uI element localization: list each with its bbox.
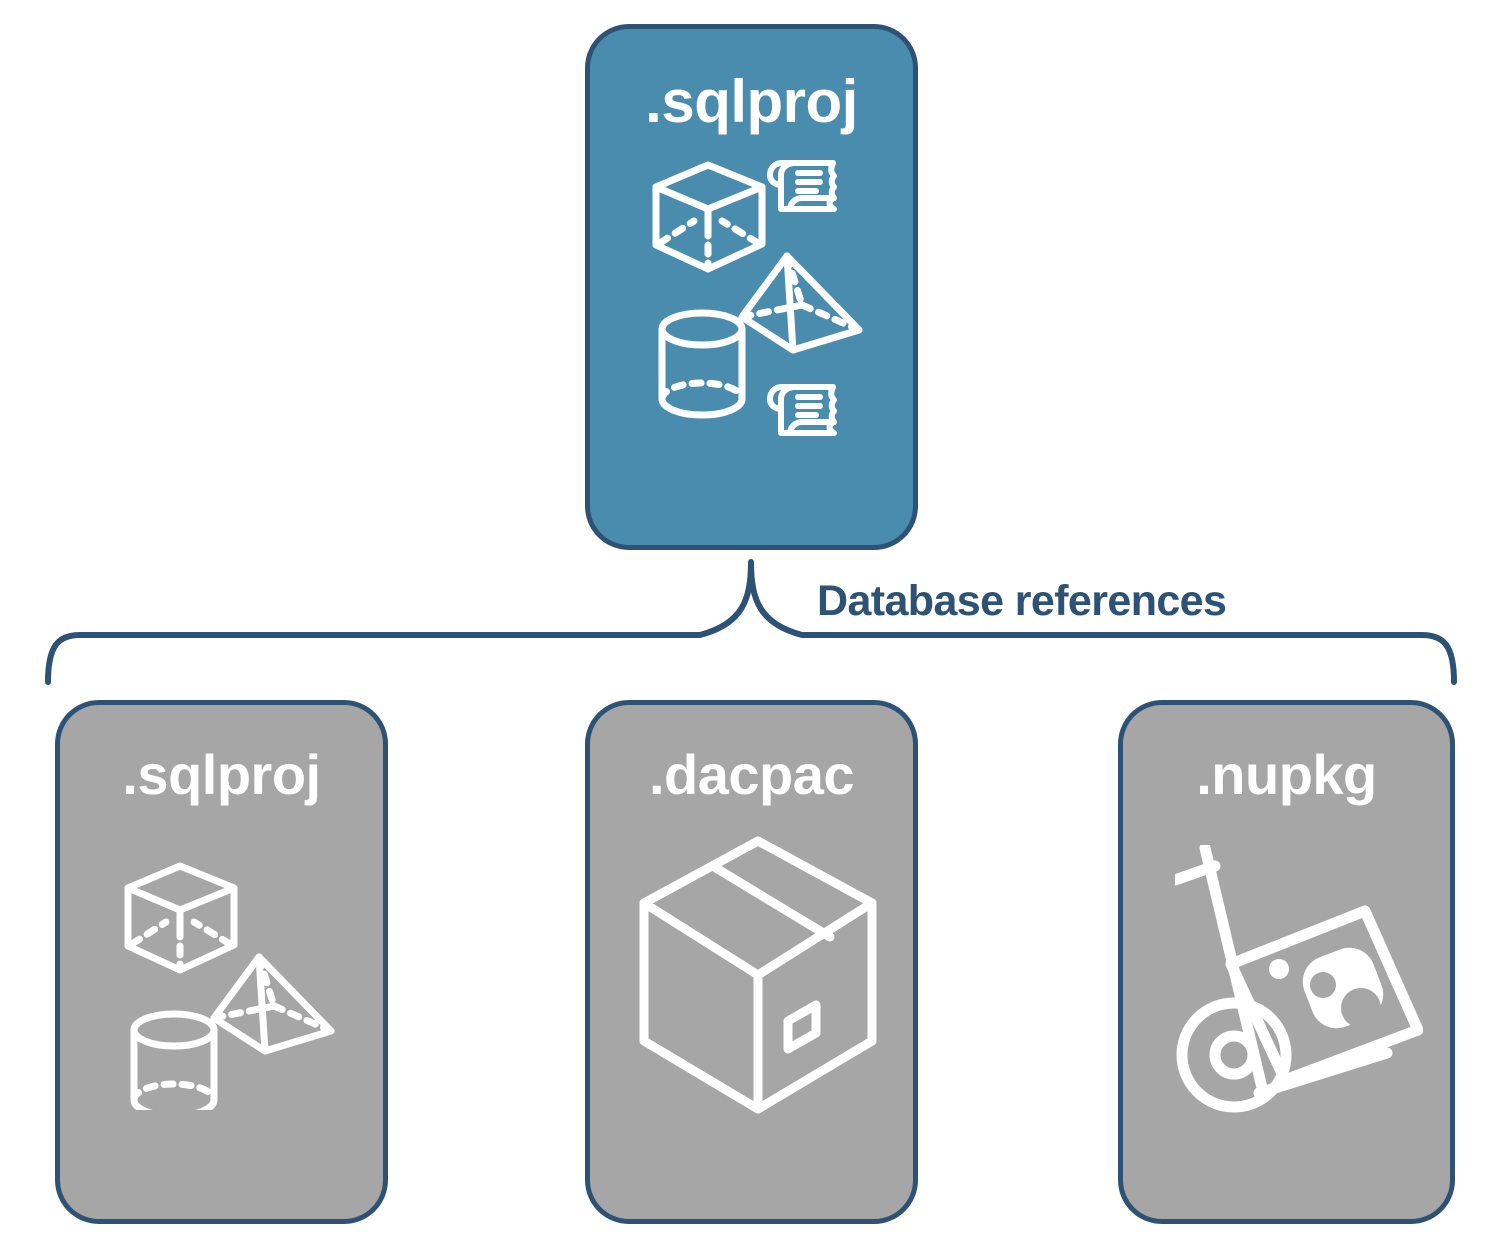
brace-path — [45, 559, 1457, 685]
card-title-dacpac: .dacpac — [648, 743, 855, 806]
card-title-sqlproj: .sqlproj — [122, 743, 321, 806]
cylinder-wireframe-icon — [130, 1010, 218, 1110]
package-dot-holes — [1310, 972, 1381, 1028]
cylinder-wireframe-icon — [658, 309, 746, 419]
hand-truck-wheel-icon — [1176, 997, 1292, 1113]
card-sqlproj-root[interactable]: .sqlproj — [585, 24, 918, 550]
card-title-sqlproj-root: .sqlproj — [645, 68, 858, 135]
script-scroll-icon-2 — [767, 384, 837, 436]
script-scroll-icon-1 — [767, 160, 837, 212]
card-title-nupkg: .nupkg — [1196, 743, 1377, 806]
card-reference-dacpac[interactable]: .dacpac — [585, 700, 918, 1224]
database-objects-shapes-icon — [652, 160, 863, 436]
package-box-icon — [639, 836, 877, 1114]
database-references-brace — [45, 559, 1457, 685]
cube-wireframe-icon — [124, 862, 238, 974]
database-objects-shapes-icon — [124, 862, 335, 1110]
card-reference-nupkg[interactable]: .nupkg — [1118, 700, 1455, 1224]
database-references-label: Database references — [817, 577, 1227, 625]
cube-wireframe-icon — [652, 161, 766, 273]
package-with-dots-icon — [1225, 905, 1423, 1086]
nuget-hand-truck-icon — [1175, 845, 1423, 1113]
shipping-box-icon — [639, 836, 877, 1114]
pyramid-wireframe-icon — [210, 953, 335, 1055]
card-reference-sqlproj[interactable]: .sqlproj — [55, 700, 388, 1224]
pyramid-wireframe-icon — [738, 252, 863, 354]
